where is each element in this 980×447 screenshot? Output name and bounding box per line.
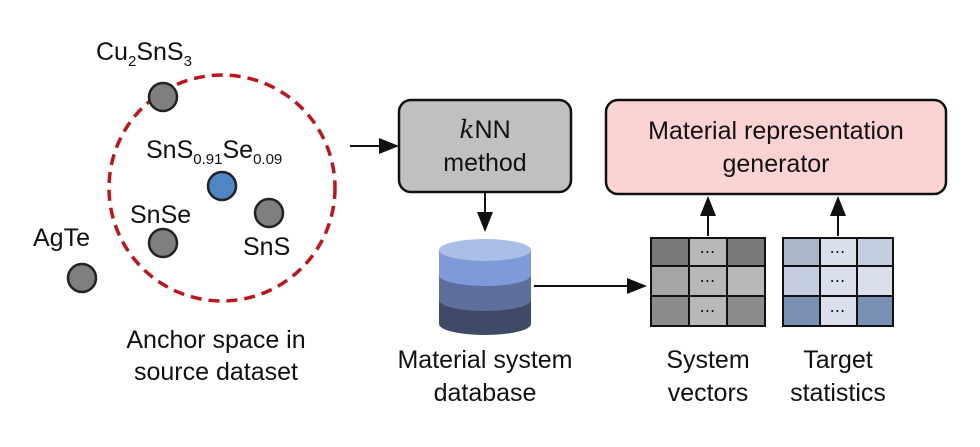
vectors-caption-line1: System bbox=[666, 346, 749, 374]
database-caption-line1: Material system bbox=[397, 346, 572, 374]
stats-ellipsis-3: ⋯ bbox=[830, 303, 847, 320]
anchor-caption-line1: Anchor space in bbox=[126, 326, 305, 354]
generator-line1: Material representation bbox=[648, 117, 904, 145]
representation-generator-box: Material representation generator bbox=[604, 98, 948, 196]
stats-ellipsis-2: ⋯ bbox=[830, 273, 847, 290]
anchor-dashed-circle bbox=[107, 73, 337, 303]
stats-ellipsis-1: ⋯ bbox=[830, 244, 847, 261]
knn-method-box: kNN method bbox=[397, 98, 573, 194]
label-snse: SnSe bbox=[130, 201, 191, 229]
dot-cu2sns3 bbox=[147, 81, 179, 113]
dot-agte bbox=[66, 262, 98, 294]
stats-caption-line2: statistics bbox=[790, 379, 886, 407]
knn-line2: method bbox=[443, 149, 526, 177]
label-snsse: SnS0.91Se0.09 bbox=[146, 136, 282, 168]
dot-snse bbox=[147, 227, 179, 259]
label-sns: SnS bbox=[243, 233, 290, 261]
database-caption-line2: database bbox=[434, 379, 537, 407]
anchor-space: Cu2SnS3 SnS0.91Se0.09 SnSe SnS AgTe Anch… bbox=[33, 38, 337, 386]
vectors-caption-line2: vectors bbox=[668, 379, 749, 407]
system-vectors-grid: ⋯ ⋯ ⋯ bbox=[650, 237, 766, 327]
target-statistics-grid: ⋯ ⋯ ⋯ bbox=[782, 237, 894, 327]
dot-sns bbox=[253, 197, 285, 229]
anchor-caption-line2: source dataset bbox=[134, 358, 298, 386]
vectors-ellipsis-3: ⋯ bbox=[700, 303, 717, 320]
label-cu2sns3: Cu2SnS3 bbox=[96, 38, 192, 70]
vectors-ellipsis-2: ⋯ bbox=[700, 273, 717, 290]
vectors-ellipsis-1: ⋯ bbox=[700, 244, 717, 261]
generator-line2: generator bbox=[722, 150, 829, 178]
dot-snsse-query bbox=[206, 170, 238, 202]
database-cylinder bbox=[439, 239, 531, 335]
knn-line1: kNN bbox=[459, 115, 510, 144]
label-agte: AgTe bbox=[33, 224, 90, 252]
stats-caption-line1: Target bbox=[803, 346, 873, 374]
